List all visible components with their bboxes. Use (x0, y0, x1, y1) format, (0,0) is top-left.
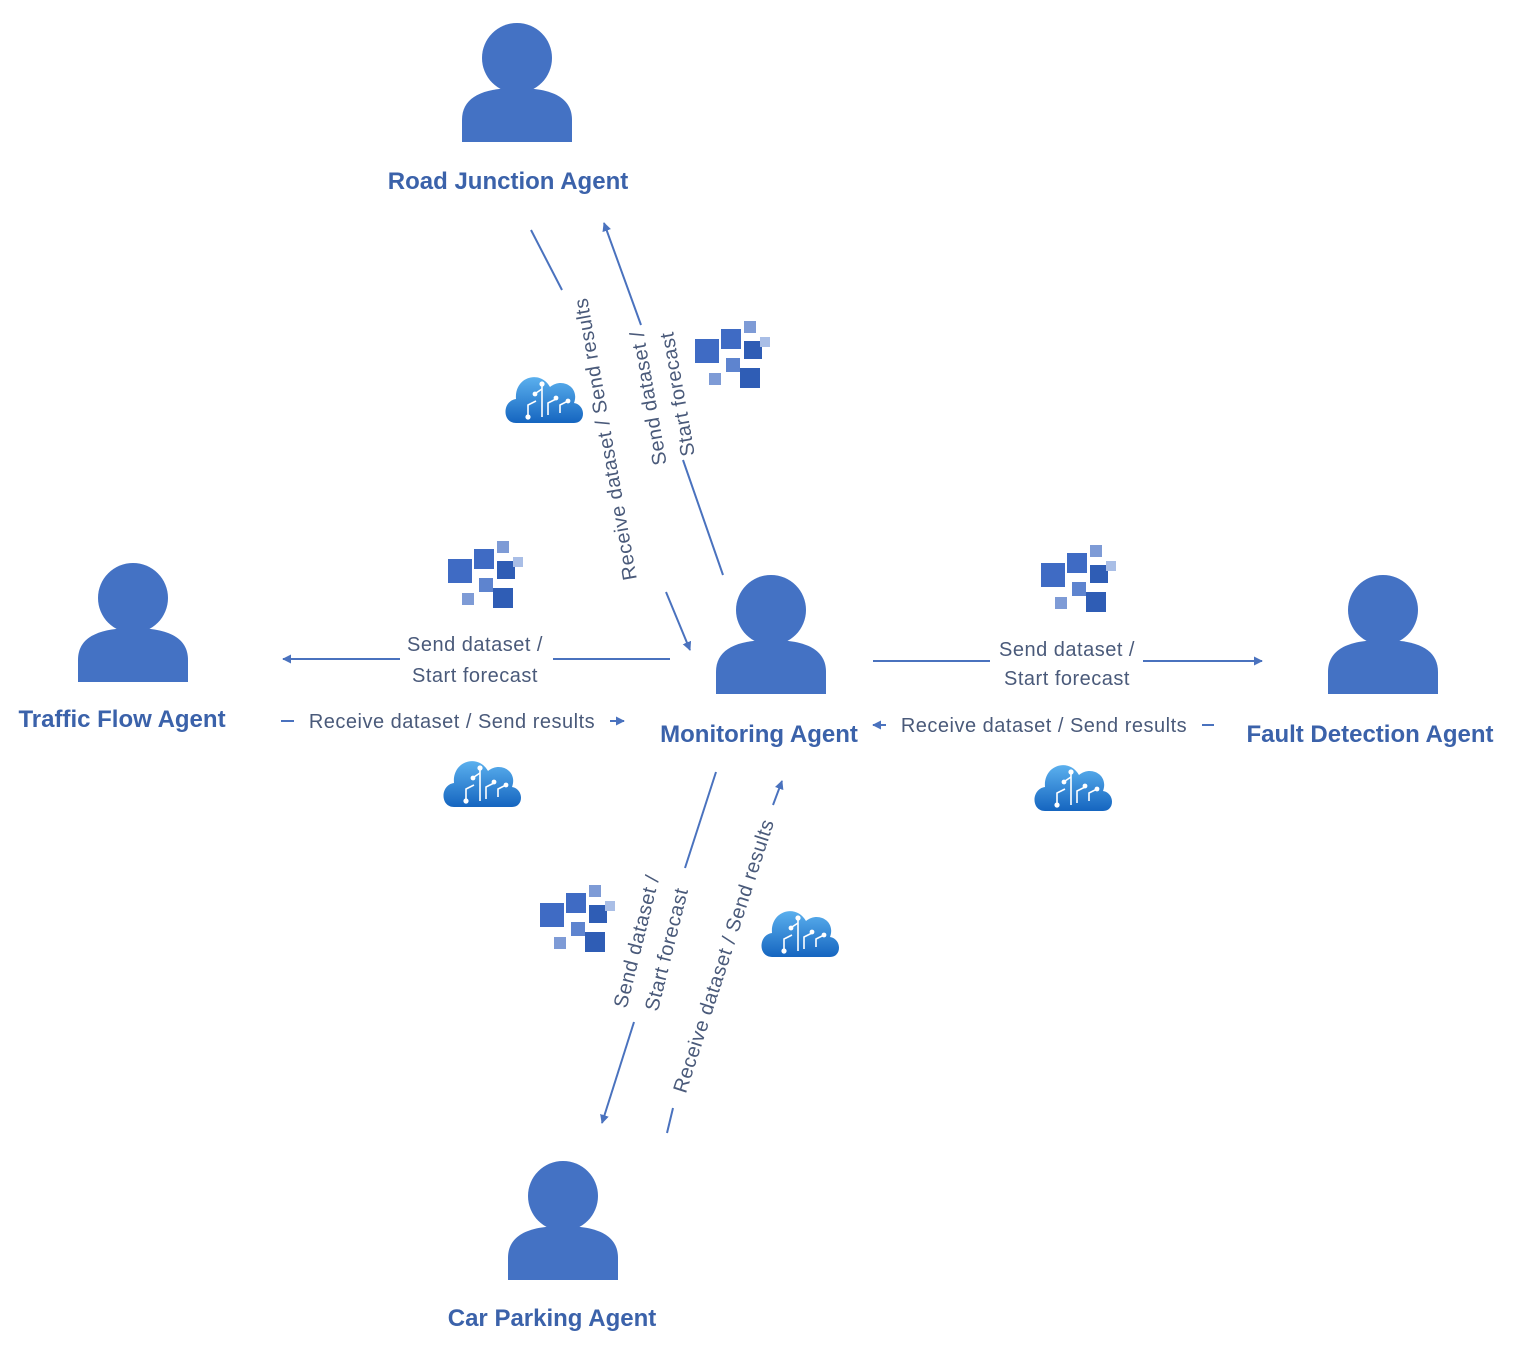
road-junction-agent-label: Road Junction Agent (388, 168, 628, 195)
monitoring-agent-label: Monitoring Agent (660, 721, 858, 748)
receive-line-top-a (530, 229, 563, 291)
receive-results-label-bottom: Receive dataset / Send results (670, 817, 779, 1096)
dataset-icon-right (1041, 545, 1116, 612)
receive-results-label-left: Receive dataset / Send results (309, 711, 595, 733)
send-dataset-label-left-l1: Send dataset / (407, 634, 543, 656)
road-junction-agent-person-icon (462, 23, 572, 142)
cloud-ai-icon-bottom (760, 910, 840, 958)
send-dataset-arrow-bottom (600, 1021, 635, 1124)
monitoring-agent-person-icon (716, 575, 826, 694)
send-dataset-label-right-l1: Send dataset / (999, 639, 1135, 661)
send-dataset-line-top-a (682, 459, 724, 576)
dataset-icon-top (695, 321, 770, 388)
send-dataset-label-right-l2: Start forecast (1004, 668, 1130, 690)
send-dataset-line-bottom-a (684, 771, 717, 869)
receive-line-bottom-a (666, 1107, 674, 1134)
receive-arrow-bottom (772, 780, 784, 806)
send-dataset-arrow-top (602, 222, 642, 326)
send-dataset-label-left-l2: Start forecast (412, 665, 538, 687)
traffic-flow-agent-person-icon (78, 563, 188, 682)
dataset-icon-left (448, 541, 523, 608)
cloud-ai-icon-left (442, 760, 522, 808)
receive-results-label-right: Receive dataset / Send results (901, 715, 1187, 737)
car-parking-agent-person-icon (508, 1161, 618, 1280)
fault-detection-agent-person-icon (1328, 575, 1438, 694)
traffic-flow-agent-label: Traffic Flow Agent (18, 706, 225, 733)
cloud-ai-icon-right (1033, 764, 1113, 812)
car-parking-agent-label: Car Parking Agent (448, 1305, 657, 1332)
receive-arrow-top (665, 591, 692, 651)
cloud-ai-icon-top (504, 376, 584, 424)
dataset-icon-bottom (540, 885, 615, 952)
fault-detection-agent-label: Fault Detection Agent (1246, 721, 1493, 748)
